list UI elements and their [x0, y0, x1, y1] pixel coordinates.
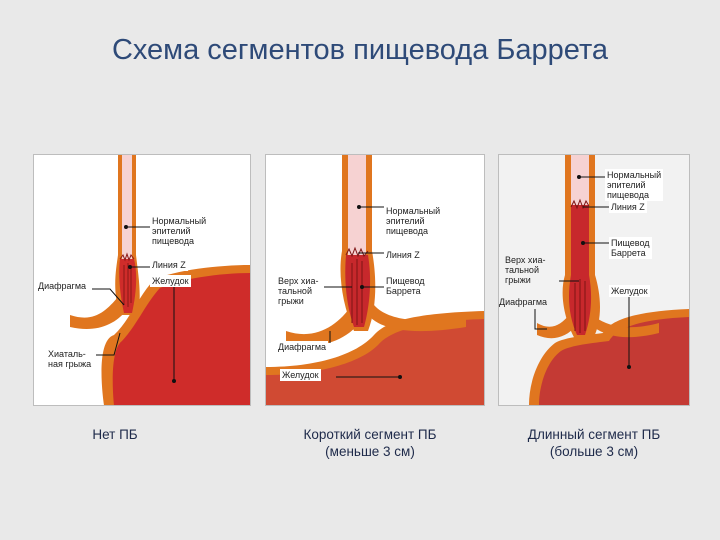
normal-epithelium: [348, 155, 366, 255]
caption-short-segment: Короткий сегмент ПБ (меньше 3 см): [303, 427, 437, 459]
label-hiatal-top: Верх хиа- тальной грыжи: [505, 255, 546, 285]
leader-hiatal: [96, 332, 121, 356]
normal-epithelium: [571, 155, 589, 205]
diagram-no-barrett: [70, 155, 250, 405]
label-stomach: Желудок: [280, 369, 321, 381]
label-z-line: Линия Z: [609, 201, 647, 213]
z-line: [345, 246, 369, 258]
label-z-line: Линия Z: [384, 249, 422, 261]
label-barrett: Пищевод Баррета: [384, 275, 427, 297]
label-stomach: Желудок: [150, 275, 191, 287]
barrett-segment: [345, 255, 371, 327]
z-line: [119, 252, 135, 262]
label-normal-epithelium: Нормальный эпителий пищевода: [605, 169, 664, 201]
panel-no-barrett: Нормальный эпителий пищевода Линия Z Жел…: [33, 154, 251, 406]
label-diaphragm: Диафрагма: [38, 281, 87, 291]
diaphragm-shape: [286, 305, 362, 346]
label-hiatal-top: Верх хиа- тальной грыжи: [276, 275, 321, 307]
caption-no-barrett: Нет ПБ: [92, 427, 138, 442]
z-line: [570, 198, 590, 210]
label-barrett: Пищевод Баррета: [609, 237, 652, 259]
label-diaphragm: Диафрагма: [499, 297, 548, 307]
diaphragm-shape: [537, 315, 577, 339]
label-stomach: Желудок: [609, 285, 650, 297]
label-normal-epithelium: Нормальный эпителий пищевода: [384, 205, 443, 237]
diagram-long-segment: [529, 155, 689, 405]
slide-title: Схема сегментов пищевода Баррета: [111, 34, 609, 66]
caption-long-segment: Длинный сегмент ПБ (больше 3 см): [527, 427, 661, 459]
panel-long-segment: Нормальный эпителий пищевода Линия Z Пищ…: [498, 154, 690, 406]
label-hiatal-hernia: Хиаталь- ная грыжа: [48, 349, 92, 369]
diaphragm-shape: [70, 297, 126, 330]
diagram-short-segment: [266, 155, 484, 405]
label-z-line: Линия Z: [150, 259, 188, 271]
leader-diaphragm: [92, 288, 125, 306]
panel-short-segment: Нормальный эпителий пищевода Линия Z Пищ…: [265, 154, 485, 406]
normal-epithelium: [122, 155, 132, 259]
leader-diaphragm: [534, 309, 547, 330]
label-normal-epithelium: Нормальный эпителий пищевода: [150, 215, 209, 247]
label-diaphragm: Диафрагма: [276, 341, 329, 353]
